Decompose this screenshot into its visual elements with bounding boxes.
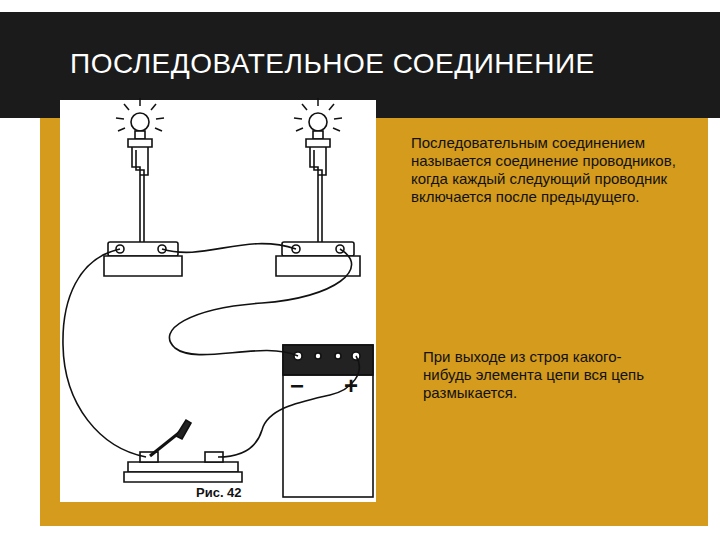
figure-panel	[60, 100, 376, 502]
slide-title: ПОСЛЕДОВАТЕЛЬНОЕ СОЕДИНЕНИЕ	[70, 48, 595, 80]
definition-text: Последовательным соединением называется …	[411, 134, 693, 206]
terminal-sign: +	[344, 374, 364, 398]
lamp-rays	[116, 98, 342, 131]
note-text: При выходе из строя какого-нибудь элемен…	[423, 348, 663, 402]
wires	[63, 244, 359, 457]
terminal-sign: −	[290, 374, 308, 398]
figure-caption: Рис. 42	[196, 486, 266, 499]
switch-symbol	[124, 420, 242, 482]
lamp-right	[276, 113, 360, 276]
